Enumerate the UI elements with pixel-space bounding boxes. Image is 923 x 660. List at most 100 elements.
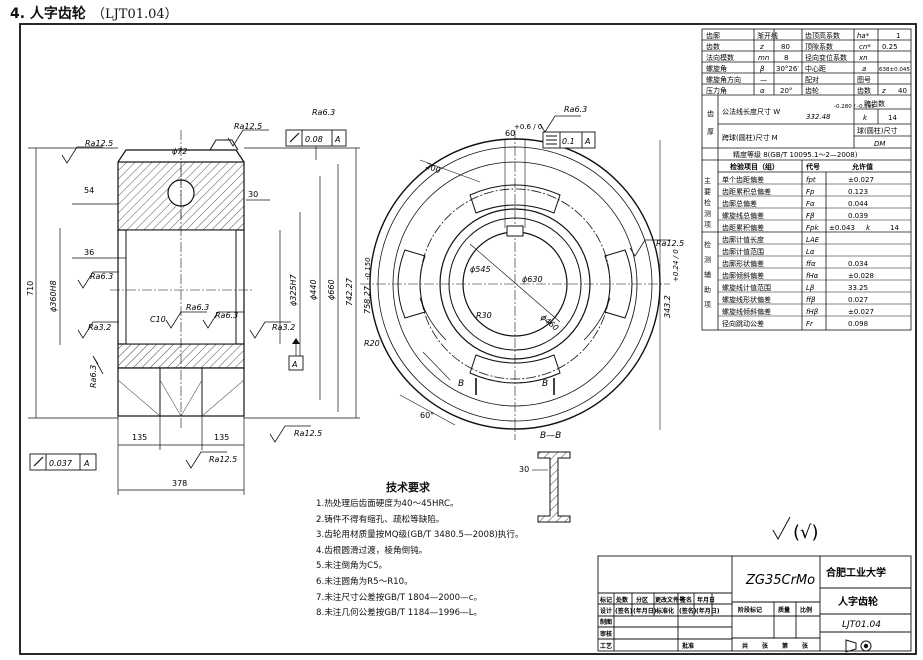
item-name: 螺旋线计值范围 (722, 283, 771, 292)
tolerance-datum: A (334, 135, 340, 144)
tolerance-value: 0.1 (562, 137, 575, 146)
tb-cell: 工艺 (600, 642, 612, 650)
thickness-k-value: 14 (888, 114, 897, 122)
dim-36: 36 (84, 248, 94, 257)
dim-hole: ϕ72 (172, 147, 187, 156)
tb-cell: 第 (781, 642, 788, 650)
param-cell: 齿顶高系数 (805, 31, 840, 40)
param-cell: 图号 (857, 76, 871, 84)
tech-item: 5.未注倒角为C5。 (316, 561, 388, 572)
item-value: 0.123 (848, 188, 868, 196)
thickness-label: 厚 (707, 128, 714, 136)
param-cell: 螺旋角 (706, 64, 727, 73)
param-cell: 径向变位系数 (805, 53, 847, 62)
tolerance-value: 0.08 (305, 135, 323, 144)
item-value: 0.039 (848, 212, 868, 220)
item-code: ffβ (806, 296, 816, 304)
param-cell: 齿轮 (805, 86, 819, 95)
dim-bore-fit-2: ϕ325H7 (289, 273, 298, 306)
tb-cell: 制图 (600, 618, 612, 626)
tb-cell: 共 (742, 642, 748, 650)
param-header-rows: 齿廓 渐开线 齿顶高系数 ha* 1 齿数 z 80 顶隙系数 cn* 0.25… (706, 31, 910, 95)
item-name: 齿廓计值范围 (722, 247, 764, 256)
tb-cell: 阶段标记 (738, 606, 762, 614)
item-value: ±0.027 (848, 176, 874, 184)
thickness-tolerance: -0.280 / -0.395 (834, 104, 875, 110)
roughness-label: Ra12.5 (209, 455, 237, 464)
section-profile (537, 451, 571, 523)
item-name: 螺旋线倾斜偏差 (722, 307, 771, 316)
param-cell: a (862, 65, 866, 73)
item-name: 齿廓计值长度 (722, 235, 764, 244)
item-code: Fβ (806, 212, 815, 220)
roughness-label: Ra6.3 (90, 272, 113, 281)
tolerance-datum: A (83, 459, 89, 468)
items-header: 允许值 (851, 162, 873, 171)
param-cell: ha* (857, 32, 870, 40)
roughness-label: Ra12.5 (234, 122, 262, 131)
aux-items-label: 检测辅助项 (704, 241, 711, 309)
param-cell: 638±0.045 (879, 67, 910, 73)
roughness-label: Ra6.3 (89, 365, 98, 388)
item-code: Lα (806, 248, 815, 256)
drawing-border (19, 23, 917, 655)
thickness-block: 齿 厚 公法线长度尺寸 W 332.48 -0.280 / -0.395 跨齿数… (707, 99, 897, 148)
item-value: ±0.028 (848, 272, 874, 280)
dim-545: ϕ545 (470, 265, 491, 274)
param-cell: 法向模数 (706, 53, 734, 62)
item-code: fHβ (806, 308, 819, 316)
tech-item: 4.齿根圆滑过渡，棱角倒钝。 (316, 545, 428, 556)
tech-item: 8.未注几何公差按GB/T 1184—1996—L。 (316, 608, 483, 619)
item-name: 齿廓倾斜偏差 (722, 271, 764, 280)
accuracy-grade: 精度等级 8(GB/T 10095.1～2—2008) (733, 150, 858, 159)
dim-440: ϕ440 (309, 279, 318, 300)
tech-item: 3.齿轮用材质量按MQ级(GB/T 3480.5—2008)执行。 (316, 530, 524, 541)
item-name: 螺旋线总偏差 (722, 211, 764, 220)
bottom-geometric-tolerance (29, 453, 97, 471)
dim-630: ϕ630 (522, 275, 543, 284)
item-name: 齿廓形状偏差 (722, 259, 764, 268)
drawing-number: LJT01.04 (842, 620, 881, 630)
tech-item: 2.铸件不得有缩孔、疏松等缺陷。 (316, 514, 445, 525)
items-header: 检验项目（组） (730, 162, 779, 171)
dim-742: 742.27 (345, 277, 354, 306)
tb-cell: 张 (762, 642, 769, 650)
item-code: Fr (806, 320, 814, 328)
dim-343-tolerance: +0.24 / 0 (672, 249, 680, 282)
param-cell: 80 (781, 43, 790, 51)
thickness-label: 齿 (707, 110, 714, 118)
items-header: 代号 (805, 162, 820, 171)
tb-cell: 质量 (778, 606, 790, 614)
item-value: 0.027 (848, 296, 868, 304)
param-cell: β (760, 65, 765, 73)
chamfer-label: C10 (150, 315, 166, 324)
drawing-title: 4. 人字齿轮 (10, 6, 86, 22)
section-mark-right: B (542, 379, 548, 389)
tb-cell: 张 (802, 642, 809, 650)
radius-20: R20 (364, 339, 380, 348)
tech-item: 1.热处理后齿面硬度为40～45HRC。 (316, 499, 459, 509)
item-name: 螺旋线形状偏差 (722, 295, 771, 304)
item-code: fpt (806, 176, 816, 184)
item-k-value: 14 (890, 224, 899, 232)
tech-item: 7.未注尺寸公差按GB/T 1804—2000—c。 (316, 592, 483, 603)
thickness-k: k (863, 114, 868, 122)
left-roughness-symbols (61, 129, 311, 469)
thickness-row: 公法线长度尺寸 W (722, 107, 780, 116)
param-cell: 0.25 (882, 43, 898, 51)
school-name: 合肥工业大学 (825, 566, 886, 579)
dim-30: 30 (248, 190, 258, 199)
drawing-code: （LJT01.04） (91, 7, 178, 22)
front-view (360, 130, 670, 440)
tb-cell: (年月日) (696, 607, 720, 615)
thickness-row: 跨齿数 (864, 99, 885, 108)
material: ZG35CrMo (745, 573, 815, 588)
item-value: 0.098 (848, 320, 868, 328)
drawing-heading: 4. 人字齿轮 （LJT01.04） (10, 3, 178, 23)
title-block-labels: 标记 处数 分区 更改文件号 签名 年月日 设计 (签名) (年月日) 标准化 … (599, 596, 812, 650)
param-cell: 齿数 (857, 86, 871, 95)
section-dim-30: 30 (519, 465, 529, 474)
param-cell: α (760, 87, 765, 95)
tolerance-value: 0.037 (49, 459, 73, 468)
